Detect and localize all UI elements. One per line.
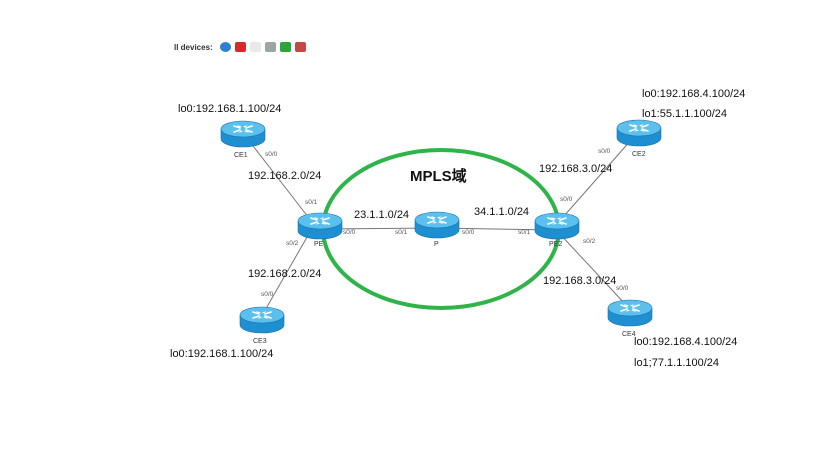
domain-label: MPLS域 xyxy=(410,168,467,185)
port-label: s0/0 xyxy=(560,196,573,203)
loopback-label: lo0:192.168.1.100/24 xyxy=(170,348,274,360)
link-pe2-ce2 xyxy=(555,138,633,226)
port-label: s0/0 xyxy=(462,229,475,236)
link-pe2-ce4 xyxy=(557,231,628,307)
network-label: 192.168.2.0/24 xyxy=(248,268,322,280)
router-p xyxy=(414,211,460,239)
port-label: s0/1 xyxy=(305,199,318,206)
loopback-label: lo0:192.168.4.100/24 xyxy=(634,336,738,348)
flag-icon[interactable] xyxy=(249,42,261,52)
stop-icon[interactable] xyxy=(234,42,246,52)
loopback-label: lo0:192.168.4.100/24 xyxy=(642,88,746,100)
device-label-ce3: CE3 xyxy=(253,338,267,345)
loopback-label: lo0:192.168.1.100/24 xyxy=(178,103,282,115)
port-label: s0/0 xyxy=(616,285,629,292)
link-icon[interactable] xyxy=(264,42,276,52)
network-label: 192.168.3.0/24 xyxy=(539,163,613,175)
device-label-pe2: PE2 xyxy=(549,241,563,248)
network-label: 192.168.2.0/24 xyxy=(248,170,322,182)
port-label: s0/0 xyxy=(265,151,278,158)
port-label: s0/2 xyxy=(583,238,596,245)
router-pe2 xyxy=(534,212,580,240)
port-label: s0/0 xyxy=(598,148,611,155)
port-label: s0/1 xyxy=(395,229,408,236)
router-ce2 xyxy=(616,119,662,147)
globe-icon[interactable] xyxy=(219,42,231,52)
router-ce4 xyxy=(607,299,653,327)
port-label: s0/2 xyxy=(286,240,299,247)
device-label-ce4: CE4 xyxy=(622,331,636,338)
device-label-pe1: PE xyxy=(314,241,324,248)
device-label-ce1: CE1 xyxy=(234,152,248,159)
loopback-label: lo1:55.1.1.100/24 xyxy=(642,108,728,120)
router-ce3 xyxy=(239,306,285,334)
port-label: s0/1 xyxy=(518,229,531,236)
device-label-ce2: CE2 xyxy=(632,151,646,158)
port-label: s0/0 xyxy=(261,291,274,298)
device-label-p: P xyxy=(434,241,439,248)
toolbar-label: ll devices: xyxy=(174,42,213,52)
loopback-label: lo1;77.1.1.100/24 xyxy=(634,357,720,369)
device-toolbar: ll devices: xyxy=(174,39,306,55)
link-ce1-pe1 xyxy=(249,141,313,223)
router-ce1 xyxy=(220,120,266,148)
link-pe1-ce3 xyxy=(263,231,311,313)
port-label: s0/0 xyxy=(343,229,356,236)
network-label: 192.168.3.0/24 xyxy=(543,275,617,287)
network-label: 23.1.1.0/24 xyxy=(354,209,410,221)
table-icon[interactable] xyxy=(294,42,306,52)
network-label: 34.1.1.0/24 xyxy=(474,206,530,218)
router-pe1 xyxy=(297,212,343,240)
cloud-icon[interactable] xyxy=(279,42,291,52)
